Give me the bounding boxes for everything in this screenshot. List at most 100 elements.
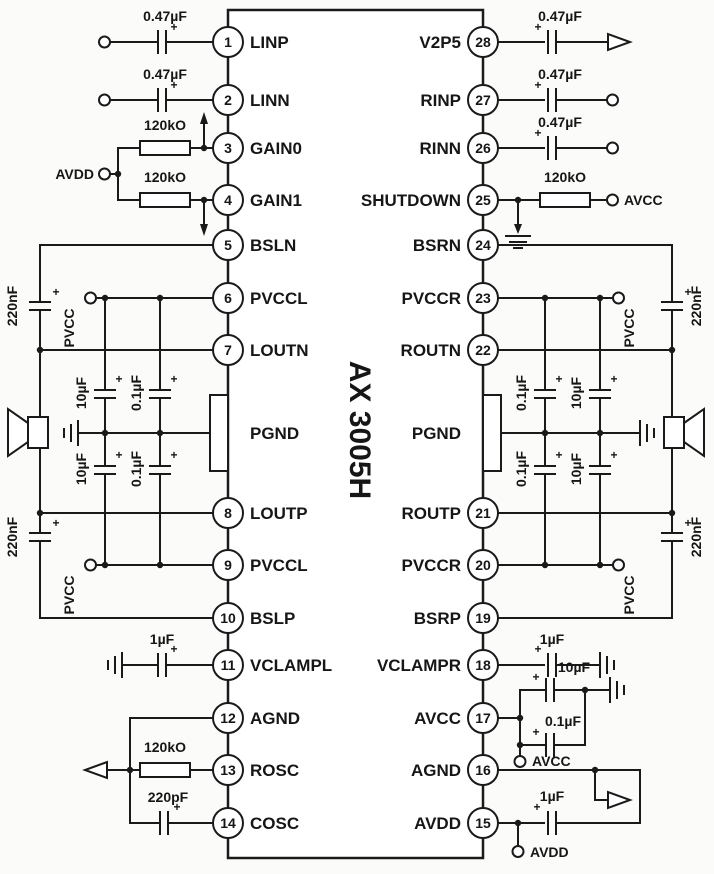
pin-circle xyxy=(212,84,244,116)
capacitor-linn xyxy=(157,88,167,112)
capacitor-bsrp xyxy=(661,532,683,542)
terminal-rosc-arrow xyxy=(82,760,108,780)
ground-shutdown-icon xyxy=(505,235,531,249)
label-c-bsln: 220nF xyxy=(4,285,20,326)
pin-name: PVCCL xyxy=(250,556,308,575)
pin-number: 25 xyxy=(475,192,491,208)
pin-circle xyxy=(212,649,244,681)
pin-number: 9 xyxy=(224,557,232,573)
pin-17-avcc: 17 AVCC xyxy=(414,702,499,734)
pin-name: VCLAMPR xyxy=(377,656,461,675)
pin-number: 17 xyxy=(475,710,491,726)
pin-circle xyxy=(467,334,499,366)
pin-12-agnd: 12 AGND xyxy=(212,702,300,734)
pin-circle xyxy=(467,549,499,581)
pin-name: ROSC xyxy=(250,761,299,780)
ground-pgnd-right-icon xyxy=(639,420,655,446)
capacitor-avdd xyxy=(547,811,557,835)
pin-circle xyxy=(467,807,499,839)
pin-name: SHUTDOWN xyxy=(361,191,461,210)
plus-sign: + xyxy=(173,800,180,814)
capacitor-avcc-10uf xyxy=(545,678,555,702)
pin-name: V2P5 xyxy=(419,33,461,52)
pin-name: GAIN0 xyxy=(250,139,302,158)
pgnd-label-left: PGND xyxy=(250,424,299,443)
pin-name: ROUTN xyxy=(401,341,461,360)
plus-sign: + xyxy=(555,372,562,386)
pin-circle xyxy=(212,702,244,734)
pin-7-loutn: 7 LOUTN xyxy=(212,334,309,366)
pin-circle xyxy=(212,497,244,529)
pin-name: AVCC xyxy=(414,709,461,728)
pin-number: 3 xyxy=(224,140,232,156)
pin-name: GAIN1 xyxy=(250,191,302,210)
ground-pgnd-left-icon xyxy=(63,420,79,446)
capacitor-rinp xyxy=(547,88,557,112)
label-c01-bot-left: 0.1µF xyxy=(128,451,144,488)
label-c-rinn: 0.47µF xyxy=(538,114,582,130)
pin-11-vclampl: 11 VCLAMPL xyxy=(212,649,332,681)
pin-circle xyxy=(212,754,244,786)
label-pvcc-bot-left: PVCC xyxy=(61,576,77,615)
label-c-bsrp: 220nF xyxy=(688,516,704,557)
pin-number: 21 xyxy=(475,505,491,521)
ic-title: AX 3005H xyxy=(343,361,376,499)
pin-number: 15 xyxy=(475,815,491,831)
pin-number: 23 xyxy=(475,290,491,306)
pin-name: VCLAMPL xyxy=(250,656,332,675)
terminal-rinp xyxy=(606,93,619,107)
pin-circle xyxy=(212,549,244,581)
label-r-rosc: 120kO xyxy=(144,739,186,755)
pin-number: 24 xyxy=(475,237,491,253)
pin-name: RINP xyxy=(420,91,461,110)
pin-number: 26 xyxy=(475,140,491,156)
pin-14-cosc: 14 COSC xyxy=(212,807,299,839)
plus-sign: + xyxy=(684,285,691,299)
resistor-shutdown xyxy=(539,192,591,208)
capacitor-vclampr xyxy=(547,653,557,677)
pin-name: BSRN xyxy=(413,236,461,255)
label-c-vclampl: 1µF xyxy=(150,631,175,647)
plus-sign: + xyxy=(170,372,177,386)
capacitor-rinn xyxy=(547,136,557,160)
label-c10-bot-left: 10µF xyxy=(73,452,89,485)
plus-sign: + xyxy=(115,448,122,462)
plus-sign: + xyxy=(534,126,541,140)
pin-10-bslp: 10 BSLP xyxy=(212,602,295,634)
capacitor-01uf-bot-right xyxy=(534,465,556,475)
plus-sign: + xyxy=(170,78,177,92)
label-c-avcc-10uf: 10µF xyxy=(558,659,591,675)
label-c-avcc-01uf: 0.1µF xyxy=(545,713,582,729)
pin-5-bsln: 5 BSLN xyxy=(212,229,296,261)
pin-number: 11 xyxy=(221,657,236,673)
pin-20-pvccr: 20 PVCCR xyxy=(401,549,499,581)
capacitor-10uf-top-right xyxy=(589,389,611,399)
label-avdd: AVDD xyxy=(530,844,569,860)
plus-sign: + xyxy=(170,20,177,34)
label-r-gain0: 120kO xyxy=(144,117,186,133)
terminal-pvcc-bot-left xyxy=(84,558,97,572)
pin-28-v2p5: 28 V2P5 xyxy=(419,26,499,58)
ground-avcc-icon xyxy=(609,677,625,703)
plus-sign: + xyxy=(555,448,562,462)
pin-name: PVCCR xyxy=(401,289,461,308)
pin-name: LOUTN xyxy=(250,341,309,360)
resistor-gain0 xyxy=(139,140,191,156)
pin-circle xyxy=(212,807,244,839)
pin-number: 2 xyxy=(224,92,232,108)
pin-15-avdd: 15 AVDD xyxy=(414,807,499,839)
label-r-shutdown: 120kO xyxy=(544,169,586,185)
pin-circle xyxy=(467,229,499,261)
label-c01-bot-right: 0.1µF xyxy=(513,451,529,488)
plus-sign: + xyxy=(532,670,539,684)
pin-18-vclampr: 18 VCLAMPR xyxy=(377,649,499,681)
terminal-pvcc-top-left xyxy=(84,291,97,305)
pin-number: 14 xyxy=(220,815,236,831)
pin-22-routn: 22 ROUTN xyxy=(401,334,499,366)
label-c10-top-right: 10µF xyxy=(568,376,584,409)
plus-sign: + xyxy=(170,642,177,656)
capacitor-bsrn xyxy=(661,301,683,311)
plus-sign: + xyxy=(534,78,541,92)
label-pvcc-bot-right: PVCC xyxy=(621,576,637,615)
pin-number: 10 xyxy=(220,610,236,626)
